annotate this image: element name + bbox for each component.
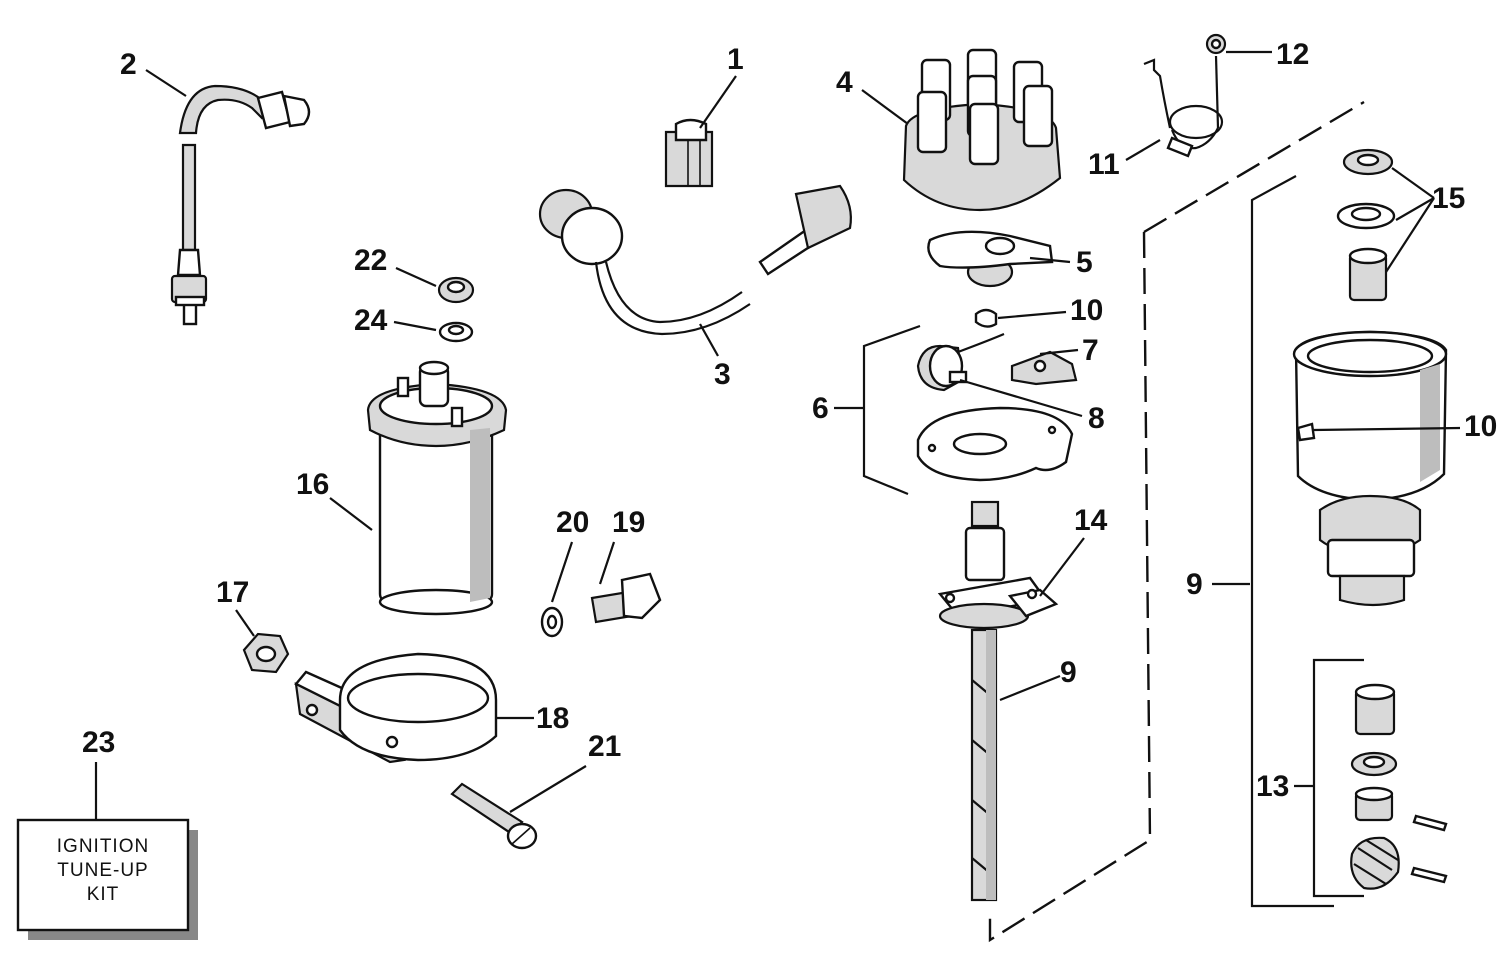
part-13-gear-kit <box>1350 683 1448 890</box>
leader-3 <box>699 323 719 357</box>
callout-8: 8 <box>1088 402 1105 435</box>
leader-11 <box>1125 139 1161 161</box>
part-3-coil-lead <box>538 184 852 336</box>
callout-14: 14 <box>1074 504 1108 537</box>
bracket-9 <box>1250 175 1334 908</box>
leader-8 <box>959 378 1083 418</box>
callout-4: 4 <box>836 66 853 99</box>
callout-3: 3 <box>714 358 731 391</box>
part-15-washers-bushing <box>1336 148 1396 302</box>
part-20-lockwasher <box>540 606 564 638</box>
leader-22 <box>395 266 437 288</box>
part-6-breaker-plate <box>916 406 1074 482</box>
part-22-nut <box>437 276 475 304</box>
leader-7 <box>1039 348 1079 356</box>
kit-label-line3: KIT <box>87 884 120 905</box>
callout-19: 19 <box>612 506 645 539</box>
leader-21 <box>509 765 587 813</box>
callout-17: 17 <box>216 576 249 609</box>
part-10-clip-small <box>974 308 998 328</box>
callout-9a: 9 <box>1060 656 1077 689</box>
leader-17 <box>235 609 255 637</box>
part-2-sender-wire <box>170 84 311 326</box>
part-14-shaft-assembly <box>937 500 1059 630</box>
bracket-13 <box>1312 658 1364 898</box>
part-4-distributor-cap <box>902 48 1062 212</box>
callout-9b: 9 <box>1186 568 1203 601</box>
leader-10a <box>997 310 1067 320</box>
callout-10b: 10 <box>1464 410 1497 443</box>
callout-24: 24 <box>354 304 388 337</box>
part-21-bolt <box>450 782 538 850</box>
callout-5: 5 <box>1076 246 1093 279</box>
callout-1: 1 <box>727 43 744 76</box>
leader-10b <box>1313 426 1461 432</box>
callout-21: 21 <box>588 730 621 763</box>
callout-13: 13 <box>1256 770 1289 803</box>
part-8-condenser <box>916 332 1005 392</box>
leader-16 <box>329 497 373 531</box>
part-24-lockwasher <box>438 321 474 343</box>
callout-23: 23 <box>82 726 115 759</box>
leader-14 <box>1039 537 1085 597</box>
part-17-nut <box>242 632 290 674</box>
leader-5 <box>1029 256 1071 264</box>
callout-11: 11 <box>1088 148 1120 181</box>
callout-15: 15 <box>1432 182 1465 215</box>
part-5-rotor <box>927 230 1054 288</box>
callout-7: 7 <box>1082 334 1099 367</box>
callout-10a: 10 <box>1070 294 1103 327</box>
part-19-bolt <box>590 572 662 624</box>
leader-4 <box>861 89 909 125</box>
leader-15b <box>1395 197 1435 221</box>
bracket-6 <box>862 324 921 496</box>
part-9-shaft <box>970 628 998 902</box>
part-9-distributor-housing <box>1292 330 1448 607</box>
part-18-coil-bracket <box>294 652 498 764</box>
kit-label-line2: TUNE-UP <box>57 860 148 881</box>
callout-18: 18 <box>536 702 569 735</box>
leader-20 <box>550 541 574 603</box>
leader-1 <box>699 75 737 129</box>
part-16-ignition-coil <box>366 360 508 616</box>
callout-16: 16 <box>296 468 329 501</box>
tune-up-kit-box: IGNITION TUNE-UP KIT <box>16 818 198 940</box>
callout-12: 12 <box>1276 38 1309 71</box>
kit-label-line1: IGNITION <box>57 836 149 857</box>
leader-15c <box>1385 197 1435 273</box>
leader-2 <box>145 69 187 97</box>
leader-9a <box>999 674 1061 702</box>
callout-6: 6 <box>812 392 829 425</box>
leader-15a <box>1391 167 1435 199</box>
callout-20: 20 <box>556 506 589 539</box>
callout-22: 22 <box>354 244 387 277</box>
leader-19 <box>598 541 616 585</box>
assembly-outline <box>988 100 1365 943</box>
part-11-ground-wire <box>1143 33 1227 158</box>
part-1-clip <box>664 118 714 188</box>
callout-2: 2 <box>120 48 137 81</box>
part-7-breaker-points <box>1010 350 1078 386</box>
leader-24 <box>393 320 437 332</box>
